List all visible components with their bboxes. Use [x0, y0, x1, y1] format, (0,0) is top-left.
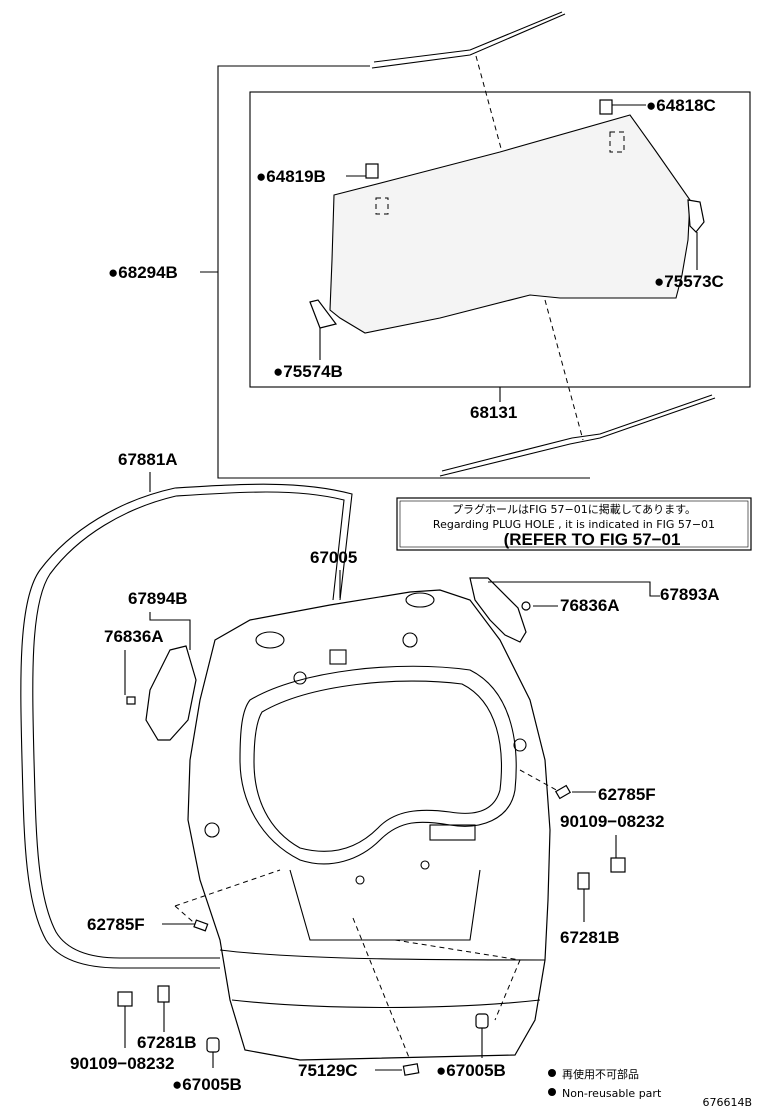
label-67881a: 67881A [118, 450, 178, 469]
label-67005b-left: ●67005B [172, 1075, 242, 1094]
lower-molding [439, 394, 716, 477]
label-75129c: 75129C [298, 1061, 358, 1080]
label-76836a-left: 76836A [104, 627, 164, 646]
label-64819b: ●64819B [256, 167, 326, 186]
weatherstrip-67881a [20, 472, 353, 969]
legend: 再使用不可部品 Non-reusable part [548, 1067, 662, 1100]
label-90109-right: 90109−08232 [560, 812, 664, 831]
seal-75573c [687, 199, 705, 233]
label-67893a: 67893A [660, 585, 720, 604]
legend-bullet-icon [548, 1069, 556, 1077]
legend-en: Non-reusable part [562, 1087, 662, 1100]
note-line-jp: プラグホールはFIG 57−01に掲載してあります。 [452, 502, 696, 516]
label-67281b-left: 67281B [137, 1033, 197, 1052]
plug-75129c [375, 1063, 420, 1076]
note-refer: (REFER TO FIG 57−01 [504, 530, 681, 549]
stopper-67281b-left [157, 985, 170, 1032]
clip-64819b [365, 163, 379, 179]
legend-jp: 再使用不可部品 [562, 1067, 639, 1081]
label-75573c: ●75573C [654, 272, 724, 291]
bolt-90109-right [610, 835, 626, 873]
label-75574b: ●75574B [273, 362, 343, 381]
plug-62785f-right [554, 784, 572, 800]
stopper-67281b-right [577, 872, 590, 922]
label-76836a-right: 76836A [560, 596, 620, 615]
label-67005b-right: ●67005B [436, 1061, 506, 1080]
label-67005: 67005 [310, 548, 357, 567]
cushion-67005b-right [475, 1013, 489, 1058]
cushion-67005b-left [206, 1037, 220, 1068]
label-68131: 68131 [470, 403, 517, 422]
back-door-panel-67005 [187, 570, 551, 1061]
label-90109-left: 90109−08232 [70, 1054, 174, 1073]
label-62785f-right: 62785F [598, 785, 656, 804]
label-62785f-left: 62785F [87, 915, 145, 934]
plug-62785f-left [193, 919, 209, 932]
bolt-90109-left [117, 991, 133, 1048]
note-box: プラグホールはFIG 57−01に掲載してあります。 Regarding PLU… [396, 497, 752, 551]
label-64818c: ●64818C [646, 96, 716, 115]
legend-bullet-icon [548, 1088, 556, 1096]
diagram-id: 676614B [702, 1096, 752, 1109]
note-line-en: Regarding PLUG HOLE , it is indicated in… [433, 518, 715, 531]
seal-75574b [309, 299, 338, 329]
label-67894b: 67894B [128, 589, 188, 608]
label-68294b: ●68294B [108, 263, 178, 282]
hinge-67893a [469, 577, 527, 643]
label-67281b-right: 67281B [560, 928, 620, 947]
hinge-67894b [145, 645, 197, 741]
clip-64818c [599, 99, 613, 115]
upper-molding [371, 11, 566, 69]
back-window-glass [329, 114, 691, 334]
